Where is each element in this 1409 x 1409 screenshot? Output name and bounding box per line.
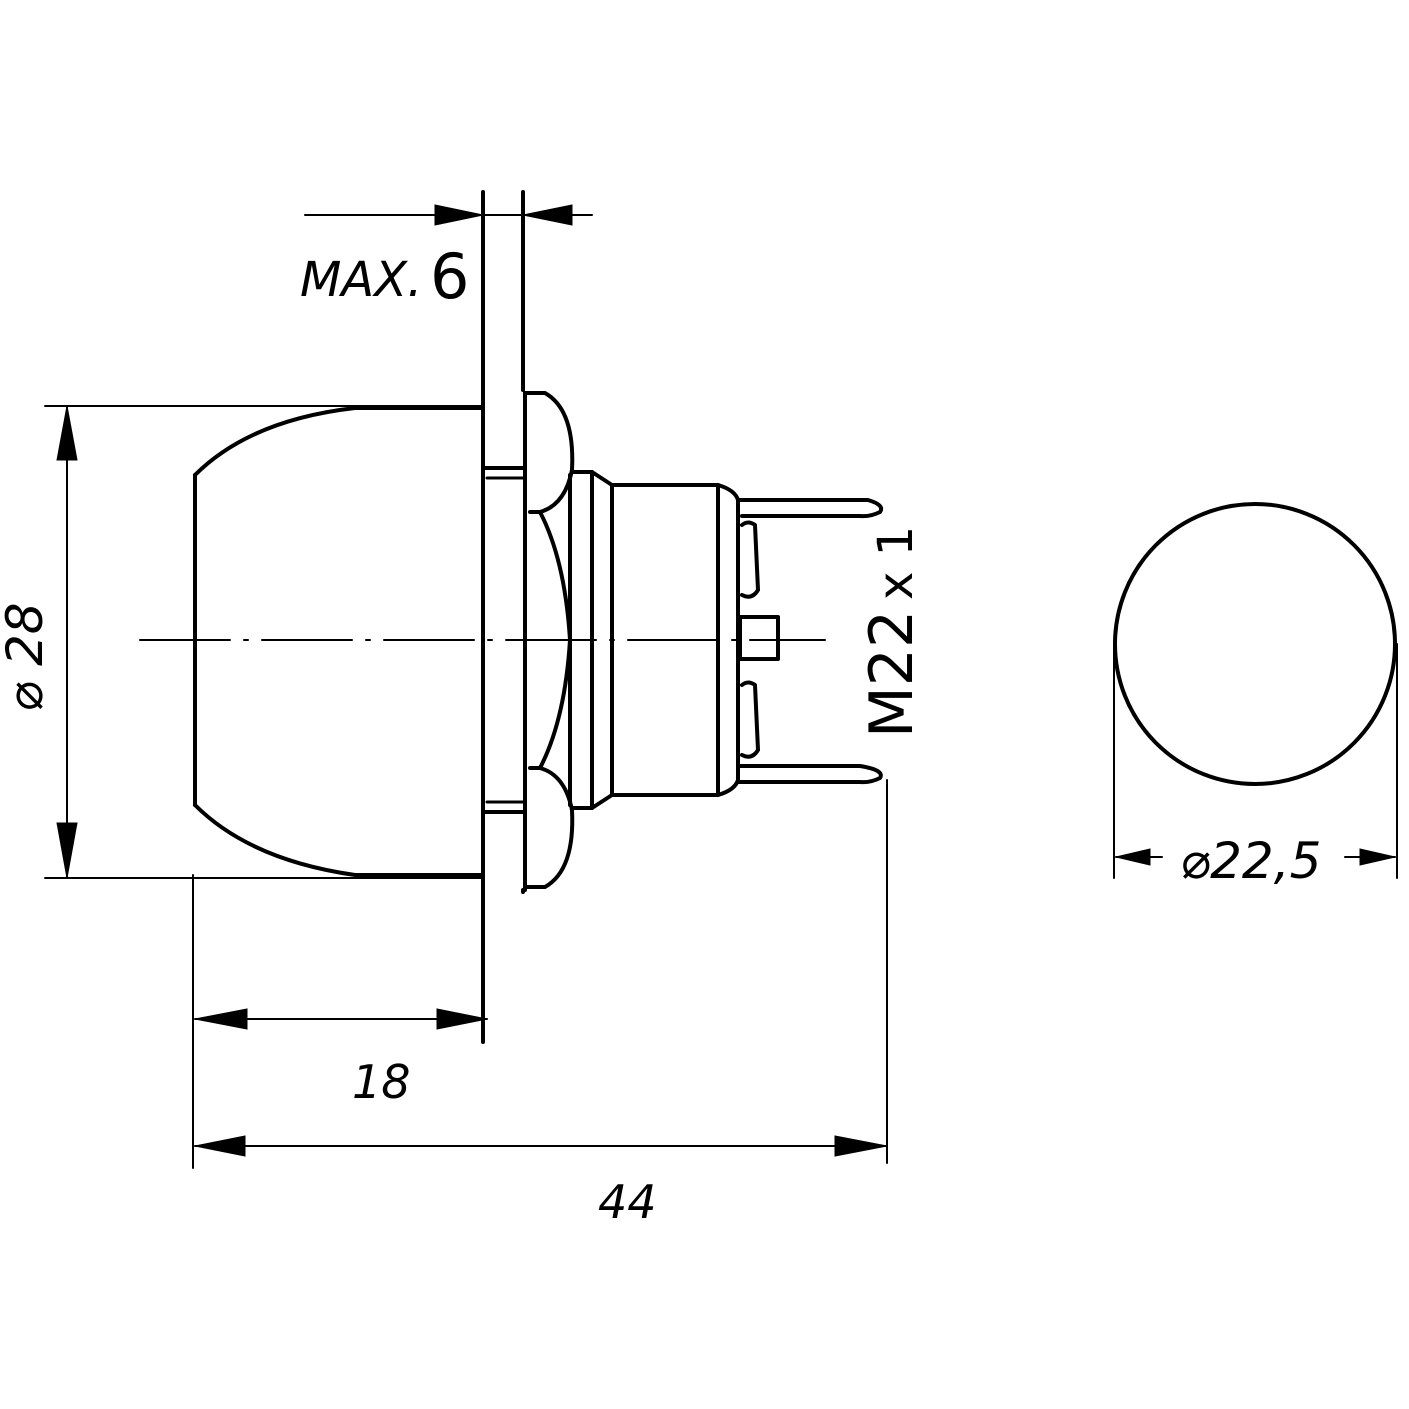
thread-suffix: x 1 — [868, 526, 924, 600]
panel-thickness-value: 6 — [430, 240, 469, 313]
front-circle — [1113, 502, 1397, 786]
dimension-panel-thickness: MAX. 6 — [300, 204, 593, 313]
overall-length-value: 44 — [598, 1175, 657, 1229]
front-diameter-label: ⌀22,5 — [1180, 832, 1321, 890]
dimension-front-diameter: ⌀22,5 — [1113, 643, 1398, 890]
front-view: ⌀22,5 — [1113, 502, 1398, 890]
bezel-nut — [523, 391, 575, 892]
thread-label: M22 — [857, 610, 927, 738]
dimension-cap-depth: 18 — [192, 874, 488, 1169]
main-housing — [610, 483, 740, 797]
dimension-thread: M22 x 1 — [857, 526, 927, 738]
cap-diameter-label: ⌀ 28 — [0, 602, 54, 712]
flange-ring — [481, 466, 525, 814]
mounting-panel — [481, 190, 525, 1044]
cap-depth-value: 18 — [352, 1055, 411, 1109]
dimension-cap-diameter: ⌀ 28 — [0, 405, 484, 879]
panel-thickness-prefix: MAX. — [300, 252, 422, 308]
dimension-overall-length: 44 — [194, 779, 888, 1229]
threaded-collar — [570, 470, 614, 810]
terminals — [736, 498, 884, 785]
button-cap — [193, 406, 485, 877]
side-view: MAX. 6 ⌀ 28 M22 x 1 18 — [0, 190, 927, 1229]
